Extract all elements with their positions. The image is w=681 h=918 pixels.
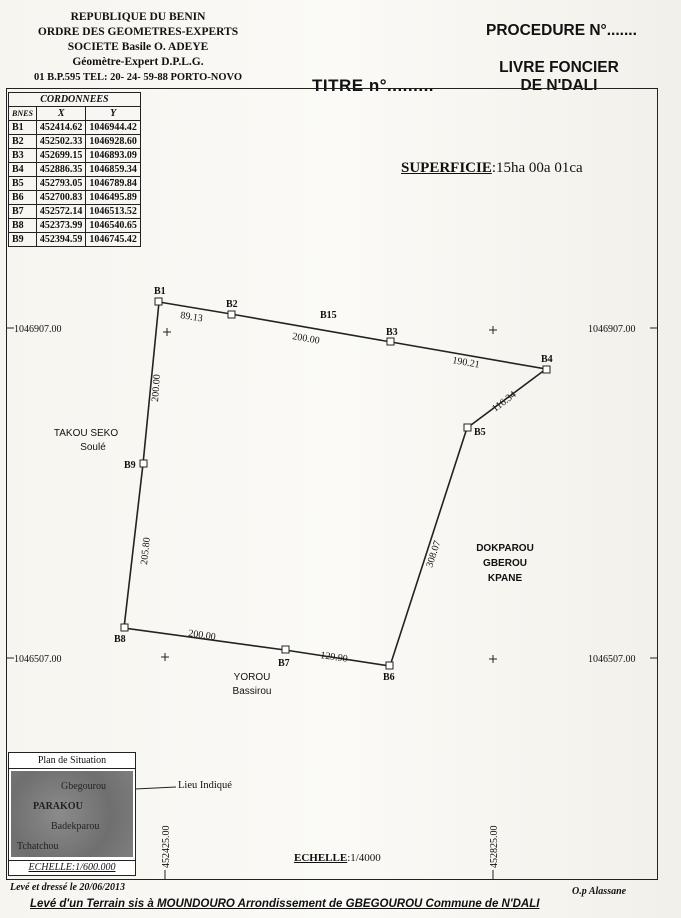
neighbour-south-1: YOROU	[234, 672, 271, 683]
label-b15: B15	[320, 310, 337, 321]
superficie-value: :15ha 00a 01ca	[491, 160, 583, 176]
superficie: SUPERFICIE:15ha 00a 01ca	[401, 160, 583, 177]
dist-b5-b6: 308.07	[424, 539, 443, 569]
scale-label: ECHELLE	[294, 852, 348, 864]
neighbour-east-2: GBEROU	[483, 558, 527, 569]
footer-description: Levé d'un Terrain sis à MOUNDOURO Arrond…	[30, 898, 540, 910]
place-parakou: PARAKOU	[33, 801, 83, 812]
grid-label-right-top: 1046907.00	[588, 324, 636, 335]
place-tchatchou: Tchatchou	[17, 841, 59, 852]
marker-b3	[386, 337, 395, 346]
marker-b6	[385, 661, 394, 670]
operator: O.p Alassane	[572, 886, 627, 897]
grid-label-left-bottom: 1046507.00	[14, 654, 62, 665]
parcel-boundary	[123, 301, 548, 667]
dist-b7-b8: 200.00	[188, 628, 217, 643]
label-b3: B3	[386, 327, 398, 338]
dist-b4-b5: 116.34	[490, 389, 518, 414]
boundary-markers	[120, 297, 551, 670]
marker-b1	[154, 297, 163, 306]
label-b6: B6	[383, 672, 395, 683]
header-line-2: ORDRE DES GEOMETRES-EXPERTS	[37, 26, 239, 38]
label-b9: B9	[124, 460, 136, 471]
neighbour-west-2: Soulé	[80, 442, 106, 453]
dist-b3-b4: 190.21	[451, 355, 480, 371]
label-b8: B8	[114, 634, 126, 645]
marker-b2	[227, 310, 236, 319]
grid-label-left-top: 1046907.00	[14, 324, 62, 335]
header-line-5: 01 B.P.595 TEL: 20- 24- 59-88 PORTO-NOVO	[33, 72, 243, 83]
titre-label: TITRE n°.........	[312, 76, 435, 95]
superficie-label: SUPERFICIE	[401, 160, 492, 176]
header-line-4: Géomètre-Expert D.P.L.G.	[72, 56, 204, 68]
plan-frame	[6, 88, 658, 880]
marker-b5	[463, 423, 472, 432]
dist-b8-b9: 205.80	[139, 537, 153, 565]
situation-map: Gbegourou PARAKOU Badekparou Tchatchou	[11, 771, 133, 857]
grid-label-right-bottom: 1046507.00	[588, 654, 636, 665]
header-block: REPUBLIQUE DU BENIN ORDRE DES GEOMETRES-…	[8, 10, 268, 85]
livre-foncier-line-2: DE N'DALI	[520, 77, 598, 94]
neighbour-east-1: DOKPAROU	[476, 543, 534, 554]
dist-b9-b1: 200.00	[150, 374, 163, 402]
label-b1: B1	[154, 286, 166, 297]
marker-b4	[542, 365, 551, 374]
coord-cell-y: 1046745.42	[85, 232, 141, 247]
situation-plan: Plan de Situation Gbegourou PARAKOU Bade…	[8, 752, 136, 876]
coord-cell-point: B9	[8, 232, 37, 247]
marker-b7	[281, 645, 290, 654]
scale-value: :1/4000	[347, 852, 381, 864]
place-gbegourou: Gbegourou	[61, 781, 106, 792]
label-b7: B7	[278, 658, 290, 669]
label-b4: B4	[541, 354, 553, 365]
grid-crosses	[161, 326, 497, 663]
coord-cell-point: B1	[8, 120, 37, 135]
grid-label-x-right: 452825.00	[489, 826, 500, 869]
place-badekparou: Badekparou	[51, 821, 100, 832]
dist-b2-b3: 200.00	[291, 331, 320, 347]
livre-foncier: LIVRE FONCIER DE N'DALI	[484, 59, 634, 95]
header-line-3: SOCIETE Basile O. ADEYE	[67, 41, 209, 53]
lieu-indique: Lieu Indiqué	[178, 780, 232, 791]
marker-b8	[120, 623, 129, 632]
procedure-label: PROCEDURE N°.......	[486, 22, 637, 39]
neighbour-south-2: Bassirou	[233, 686, 272, 697]
dist-b6-b7: 129.90	[320, 650, 349, 665]
header-line-1: REPUBLIQUE DU BENIN	[70, 11, 206, 23]
scale: ECHELLE:1/4000	[294, 852, 381, 864]
grid-label-x-left: 452425.00	[161, 826, 172, 869]
survey-date: Levé et dressé le 20/06/2013	[10, 882, 125, 893]
dist-b1-b2: 89.13	[180, 310, 204, 324]
livre-foncier-line-1: LIVRE FONCIER	[499, 59, 619, 76]
situation-scale: ECHELLE:1/600.000	[9, 860, 135, 875]
neighbour-west-1: TAKOU SEKO	[54, 428, 118, 439]
marker-b9	[139, 459, 148, 468]
neighbour-east-3: KPANE	[488, 573, 523, 584]
coord-cell-y: 1046859.34	[85, 162, 141, 177]
label-b5: B5	[474, 427, 486, 438]
situation-plan-title: Plan de Situation	[9, 753, 135, 769]
label-b2: B2	[226, 299, 238, 310]
situation-scale-text: ECHELLE:1/600.000	[28, 862, 116, 873]
